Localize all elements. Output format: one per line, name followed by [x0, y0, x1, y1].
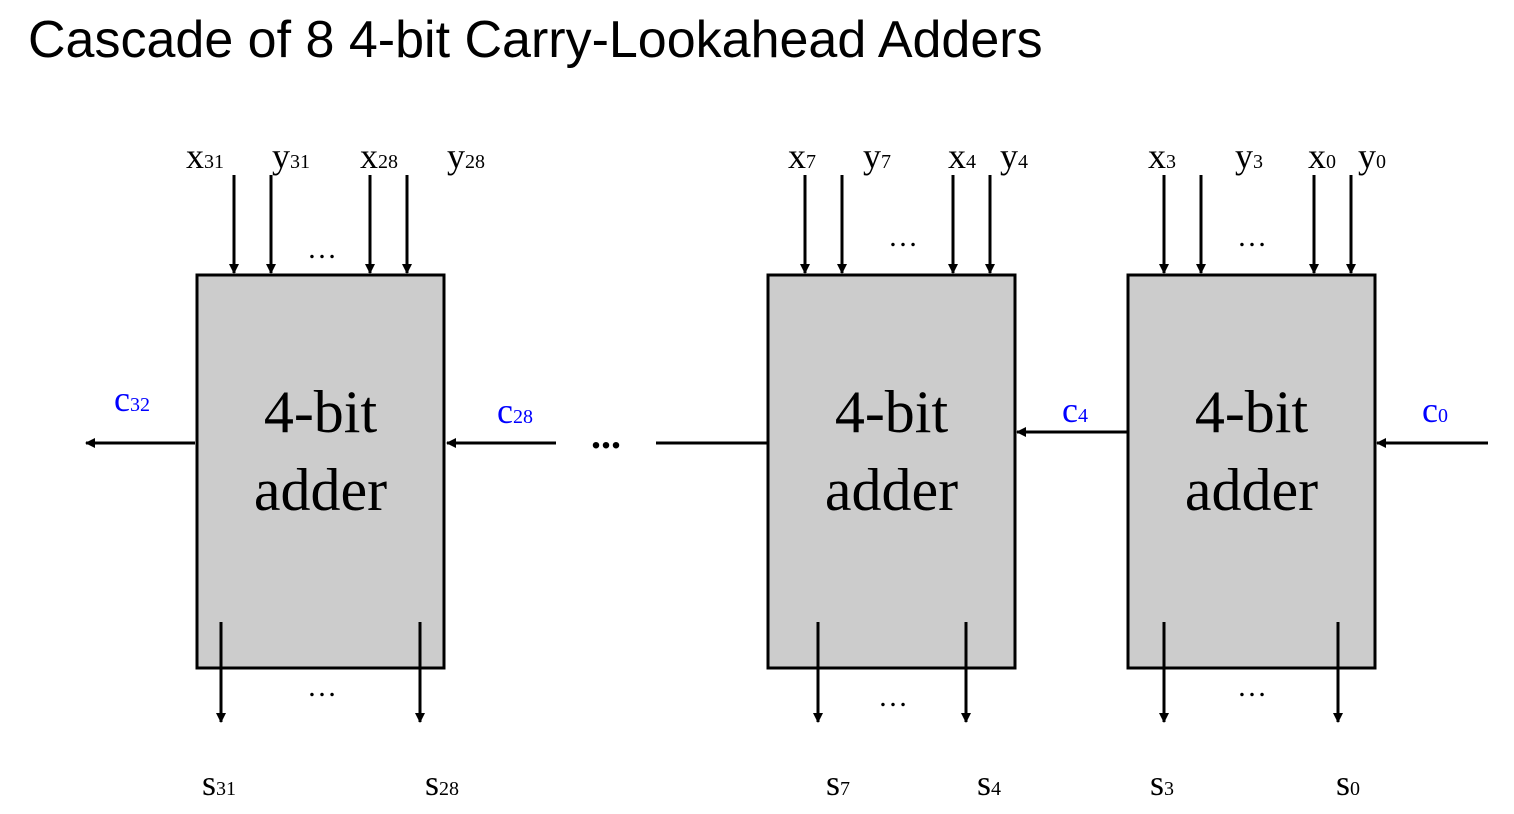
input-label: y4 — [1000, 136, 1028, 176]
adder-block — [766, 273, 1017, 670]
adder-label-line2: adder — [1185, 457, 1318, 523]
adder-block — [1126, 273, 1377, 670]
sum-output-label: s31 — [202, 763, 236, 803]
sum-output-label: s3 — [1150, 763, 1174, 803]
carry-out-label: c32 — [114, 379, 150, 419]
input-label: x4 — [948, 136, 976, 176]
adder-label-line1: 4-bit — [264, 379, 378, 445]
sum-output-label: s28 — [425, 763, 459, 803]
input-ellipsis: … — [307, 232, 337, 265]
input-label: x28 — [360, 136, 398, 176]
page-title: Cascade of 8 4-bit Carry-Lookahead Adder… — [28, 11, 1043, 69]
input-ellipsis: … — [888, 220, 918, 253]
input-label: y7 — [863, 136, 891, 176]
adder-label-line2: adder — [254, 457, 387, 523]
input-label: x0 — [1308, 136, 1336, 176]
chain-ellipsis: ... — [591, 412, 621, 457]
carry-in-label: c4 — [1062, 390, 1088, 430]
sum-output-label: s4 — [977, 763, 1001, 803]
output-ellipsis: … — [878, 680, 908, 713]
carry-in-label: c0 — [1422, 390, 1448, 430]
input-label: x3 — [1148, 136, 1176, 176]
input-label: y3 — [1235, 136, 1263, 176]
output-ellipsis: … — [307, 670, 337, 703]
output-ellipsis: … — [1237, 670, 1267, 703]
adder-label-line2: adder — [825, 457, 958, 523]
input-label: y28 — [447, 136, 485, 176]
sum-output-label: s7 — [826, 763, 850, 803]
input-label: y0 — [1358, 136, 1386, 176]
sum-output-label: s0 — [1336, 763, 1360, 803]
adder-label-line1: 4-bit — [1195, 379, 1309, 445]
input-ellipsis: … — [1237, 220, 1267, 253]
input-label: x31 — [186, 136, 224, 176]
adder-block — [195, 273, 446, 670]
adder-label-line1: 4-bit — [835, 379, 949, 445]
input-label: x7 — [788, 136, 816, 176]
carry-in-label: c28 — [497, 391, 533, 431]
input-label: y31 — [272, 136, 310, 176]
